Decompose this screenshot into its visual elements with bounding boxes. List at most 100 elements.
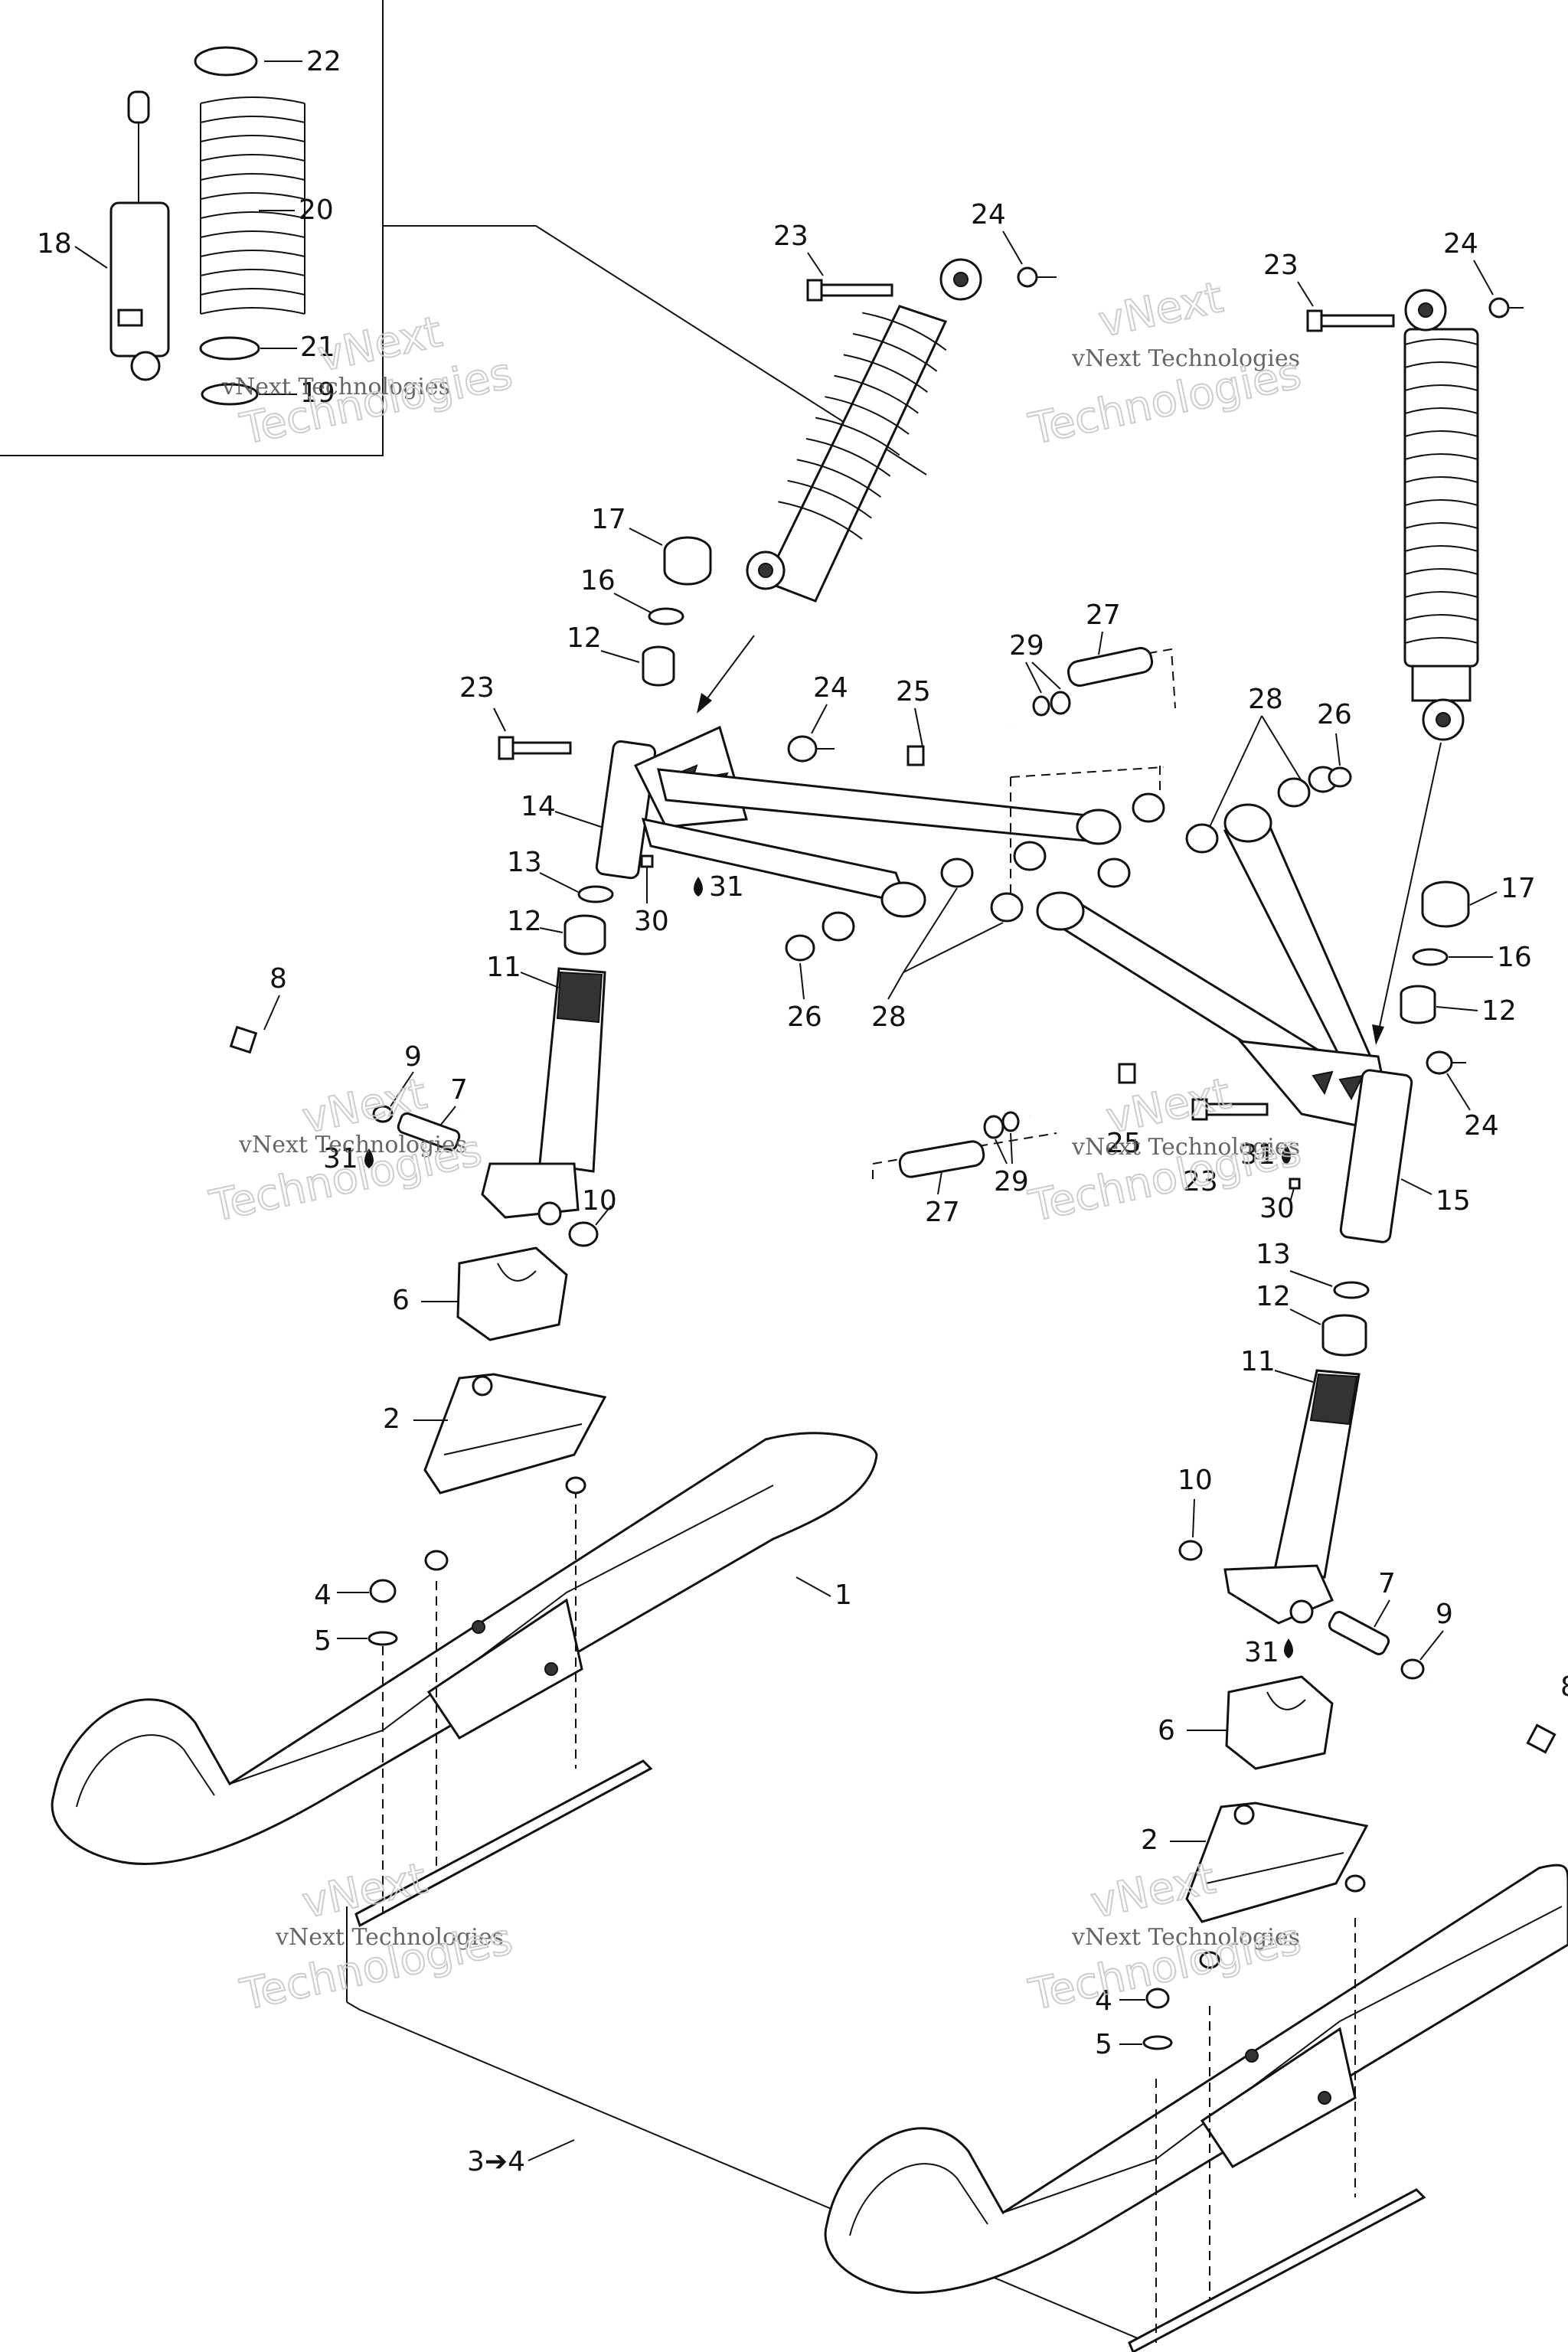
callout-15: 15 [1436,1185,1471,1217]
sleeve-7-right [1328,1611,1390,1655]
circlip-16-left [648,607,684,626]
callout-12a: 12 [567,622,602,654]
washer-21 [199,336,260,361]
callout-8: 8 [270,963,287,995]
ski-1-left [51,1432,878,1865]
callout-18: 18 [37,228,72,260]
callout-11: 11 [486,952,521,983]
callout-24a: 24 [971,199,1006,230]
callout-4: 4 [314,1579,332,1611]
callout-29: 29 [1009,630,1044,662]
bushing-12-right-bottom [1321,1314,1367,1357]
callout-6b: 6 [1158,1715,1175,1746]
callout-26b: 26 [1317,699,1352,730]
callout-24b: 24 [1443,228,1478,260]
callout-31b: 31 [323,1143,358,1174]
watermark-f-1: vNext Technologies [1071,1924,1300,1951]
callout-13b: 13 [1256,1239,1291,1270]
cap-17-left [663,536,712,586]
ski-bracket-2-left [423,1373,607,1494]
callout-12b: 12 [507,906,542,937]
bolt-23-top-right [1306,309,1395,332]
callout-23b: 23 [1263,250,1298,281]
washer-5-left [368,1631,398,1646]
bushings-28-upper-right [1185,766,1338,854]
callout-5b: 5 [1095,2029,1112,2060]
nut-10-right [1178,1540,1203,1561]
callout-9b: 9 [1436,1599,1453,1630]
callout-30: 30 [634,906,669,937]
washer-19 [201,383,259,406]
callout-30b: 30 [1259,1193,1295,1224]
bolt-8-right [1430,1677,1557,1754]
spindle-11-right [1223,1369,1361,1625]
callout-31a: 31 [709,871,744,903]
spindle-11-left [481,967,606,1226]
sleeve-7-left [397,1112,461,1152]
left-shock-assembly: 23 24 [697,199,1057,714]
bushing-12-right-top [1400,985,1436,1024]
callout-17b: 17 [1501,873,1536,904]
nut-24-right-mid [1426,1050,1453,1075]
callout-11b: 11 [1240,1346,1276,1377]
watermark-a-1: vNext Technologies [221,374,450,400]
callout-7b: 7 [1378,1568,1396,1599]
upper-rod-group: 27 29 25 [896,599,1176,766]
washer-9-right [1400,1658,1425,1680]
oil-drop-icon-3 [1282,1145,1291,1165]
runner-left [354,1759,653,1928]
oil-drop-icon [694,877,703,897]
nut-24-top-left [1017,266,1038,288]
runner-right [1128,2188,1426,2352]
callout-25: 25 [896,676,931,707]
left-a-arm-14 [595,725,1122,918]
washer-9-left [372,1105,394,1123]
watermark-c-1: vNext Technologies [238,1132,467,1158]
bushing-12-left-top [642,645,675,687]
nut-26-right [1328,766,1352,788]
callout-13: 13 [507,847,542,878]
rubber-bumper-6-right [1225,1675,1334,1770]
washer-13-left [577,885,614,903]
callout-14: 14 [521,791,556,822]
oil-drop-icon-2 [364,1148,374,1168]
callout-25b: 25 [1106,1128,1142,1159]
callout-28b: 28 [1248,684,1283,715]
bolt-23-mid-left [498,736,572,760]
right-a-arm-15 [1036,803,1413,1243]
grease-fitting-30-right [1289,1178,1301,1190]
bolt-8-left [229,1025,461,1113]
nut-4-right-b [1199,1951,1220,1969]
callout-23d: 23 [1183,1166,1218,1197]
nut-26-left [785,934,815,962]
spring-20 [200,96,305,315]
lower-rod-group: 27 29 25 [872,1063,1142,1228]
callout-10b: 10 [1178,1465,1213,1496]
rubber-bumper-6-left [456,1246,568,1341]
nut-4-left [369,1579,397,1603]
ski-1-right [824,1864,1568,2294]
callout-16b: 16 [1497,942,1532,973]
cap-17-right [1421,880,1470,928]
callout-7: 7 [450,1074,468,1106]
nut-24-top-right [1488,297,1510,318]
callout-1: 1 [835,1579,852,1611]
bolt-23-top-left [806,279,893,302]
nut-4-right-c [1344,1874,1366,1893]
callout-27b: 27 [925,1197,960,1228]
callout-3-to-4: 3➔4 [467,2146,525,2177]
nut-4-left-b [424,1550,449,1571]
circlip-16-right [1412,948,1449,966]
callout-21: 21 [300,332,335,363]
bolt-23-mid-right [1191,1098,1269,1121]
ski-bracket-2-right [1185,1802,1369,1923]
watermark-d-1: vNext Technologies [1071,1134,1300,1161]
inset-box: 22 20 18 21 19 [0,0,927,475]
callout-22: 22 [306,46,341,77]
nut-4-right [1145,1988,1170,2009]
grease-fitting-30 [640,854,654,868]
washer-5-right [1142,2035,1173,2050]
nut-4-left-c [565,1476,586,1494]
oil-drop-icon-4 [1284,1638,1293,1658]
